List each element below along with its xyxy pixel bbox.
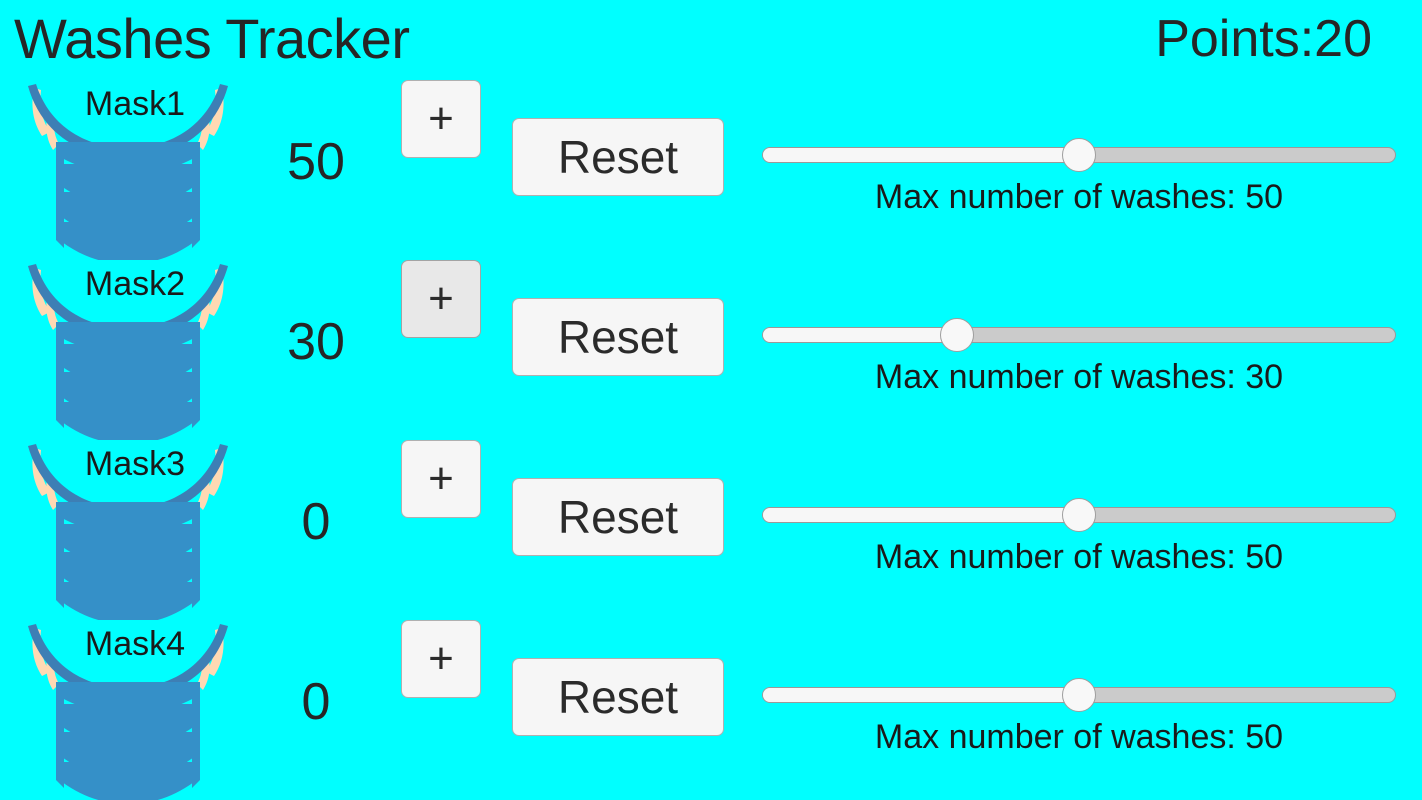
mask-illustration-cell: Mask4 bbox=[12, 620, 244, 800]
increment-button[interactable]: + bbox=[401, 260, 481, 338]
face-mask-icon bbox=[28, 264, 228, 440]
mask-illustration-cell: Mask2 bbox=[12, 260, 244, 440]
max-washes-slider[interactable] bbox=[762, 498, 1396, 532]
face-mask-icon bbox=[28, 624, 228, 800]
page-title: Washes Tracker bbox=[14, 7, 410, 70]
mask-name-label: Mask4 bbox=[84, 625, 186, 663]
wash-count-value: 50 bbox=[287, 133, 345, 191]
max-washes-caption: Max number of washes: 50 bbox=[874, 178, 1284, 216]
slider-cell: Max number of washes: 50 bbox=[762, 620, 1396, 800]
increment-button[interactable]: + bbox=[401, 620, 481, 698]
max-washes-slider[interactable] bbox=[762, 318, 1396, 352]
mask-illustration-cell: Mask3 bbox=[12, 440, 244, 620]
slider-thumb[interactable] bbox=[1062, 678, 1096, 712]
slider-thumb[interactable] bbox=[1062, 138, 1096, 172]
mask-row: Mask1 50 + Reset Max number of washes: 5… bbox=[0, 80, 1422, 260]
slider-thumb[interactable] bbox=[1062, 498, 1096, 532]
slider-fill bbox=[763, 148, 1079, 162]
slider-cell: Max number of washes: 30 bbox=[762, 260, 1396, 440]
wash-count-value: 0 bbox=[301, 673, 331, 731]
slider-fill bbox=[763, 328, 958, 342]
increment-button[interactable]: + bbox=[401, 440, 481, 518]
reset-button[interactable]: Reset bbox=[512, 478, 724, 556]
slider-fill bbox=[763, 688, 1079, 702]
slider-fill bbox=[763, 508, 1079, 522]
increment-button[interactable]: + bbox=[401, 80, 481, 158]
app-header: Washes Tracker Points:20 bbox=[0, 0, 1422, 80]
slider-cell: Max number of washes: 50 bbox=[762, 440, 1396, 620]
mask-row: Mask4 0 + Reset Max number of washes: 50 bbox=[0, 620, 1422, 800]
max-washes-caption: Max number of washes: 50 bbox=[874, 718, 1284, 756]
mask-row: Mask3 0 + Reset Max number of washes: 50 bbox=[0, 440, 1422, 620]
reset-button[interactable]: Reset bbox=[512, 118, 724, 196]
mask-illustration-cell: Mask1 bbox=[12, 80, 244, 260]
max-washes-caption: Max number of washes: 30 bbox=[874, 358, 1284, 396]
slider-thumb[interactable] bbox=[940, 318, 975, 352]
reset-button[interactable]: Reset bbox=[512, 298, 724, 376]
mask-name-label: Mask1 bbox=[84, 85, 186, 123]
max-washes-slider[interactable] bbox=[762, 678, 1396, 712]
slider-track[interactable] bbox=[762, 327, 1396, 343]
mask-row: Mask2 30 + Reset Max number of washes: 3… bbox=[0, 260, 1422, 440]
face-mask-icon bbox=[28, 444, 228, 620]
wash-count-value: 30 bbox=[287, 313, 345, 371]
slider-cell: Max number of washes: 50 bbox=[762, 80, 1396, 260]
mask-name-label: Mask2 bbox=[84, 265, 186, 303]
reset-button[interactable]: Reset bbox=[512, 658, 724, 736]
mask-name-label: Mask3 bbox=[84, 445, 186, 483]
face-mask-icon bbox=[28, 84, 228, 260]
max-washes-slider[interactable] bbox=[762, 138, 1396, 172]
wash-count-value: 0 bbox=[301, 493, 331, 551]
points-display: Points:20 bbox=[1155, 10, 1372, 68]
max-washes-caption: Max number of washes: 50 bbox=[874, 538, 1284, 576]
